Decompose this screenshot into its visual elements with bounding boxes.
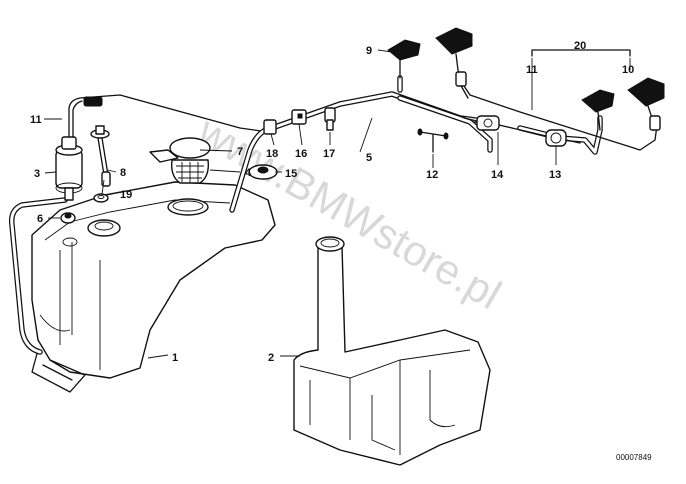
- callout-6: 6: [37, 213, 43, 225]
- clip-18: [263, 119, 277, 135]
- grommet-19: [93, 193, 109, 203]
- level-sensor-8: [90, 125, 111, 187]
- callout-10: 10: [622, 64, 634, 76]
- callout-1: 1: [172, 352, 178, 364]
- callout-19: 19: [120, 189, 132, 201]
- connector-17: [324, 107, 336, 131]
- nozzle-10a: [581, 89, 615, 131]
- hose-left: [8, 197, 68, 355]
- t-piece-12: [417, 128, 449, 153]
- callout-2: 2: [268, 352, 274, 364]
- callout-17: 17: [323, 148, 335, 160]
- group-bracket-20: [531, 49, 631, 57]
- callout-9: 9: [366, 45, 372, 57]
- callout-3: 3: [34, 168, 40, 180]
- nozzle-9b: [435, 27, 473, 87]
- callout-5: 5: [366, 152, 372, 164]
- callout-11b: 11: [526, 64, 538, 76]
- washer-tank-2: [293, 236, 491, 466]
- callout-15: 15: [285, 168, 297, 180]
- callout-16: 16: [295, 148, 307, 160]
- callout-11a: 11: [30, 114, 42, 126]
- callout-4: 4: [245, 167, 252, 179]
- check-valve-14: [463, 115, 513, 131]
- wire-harness: [68, 94, 269, 138]
- washer-pump-3: [55, 136, 83, 201]
- callout-7: 7: [237, 146, 243, 158]
- callout-18: 18: [266, 148, 278, 160]
- clip-16: [291, 109, 307, 125]
- cap-15: [248, 164, 278, 180]
- nozzle-10b: [627, 77, 665, 131]
- washer-tank-1: [31, 181, 276, 393]
- reference-number: 00007849: [616, 453, 652, 462]
- callout-14: 14: [491, 169, 504, 181]
- seal-ring-4: [167, 198, 209, 216]
- callout-8: 8: [120, 167, 126, 179]
- callout-12: 12: [426, 169, 438, 181]
- callout-13: 13: [549, 169, 561, 181]
- nozzle-9a: [387, 39, 421, 79]
- callout-20: 20: [574, 40, 586, 52]
- leader-lines: [44, 49, 631, 359]
- grommet-6: [60, 212, 76, 224]
- strainer-7: [149, 137, 211, 184]
